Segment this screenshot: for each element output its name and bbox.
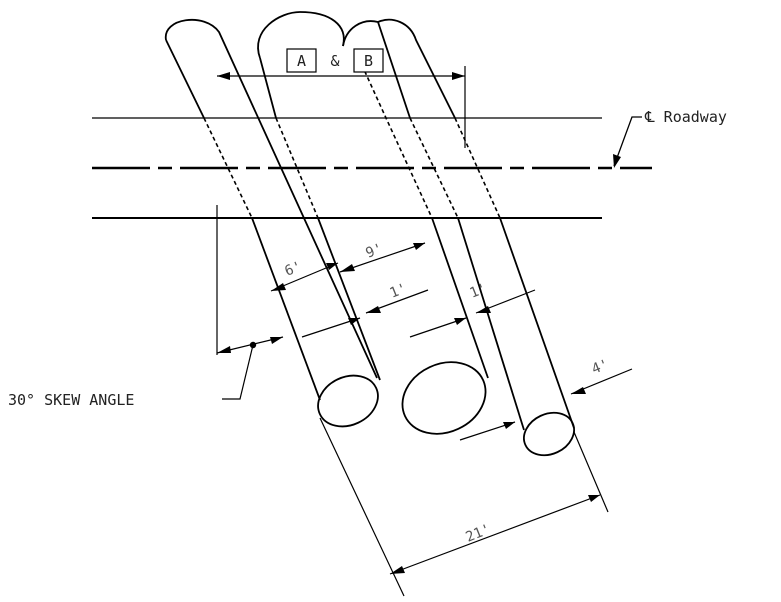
culvert-pipe-1 — [165, 18, 379, 428]
dim-21ft: 21' — [319, 417, 609, 597]
dim-1-right-arrowhead-b — [476, 306, 491, 313]
label-b: B — [364, 52, 373, 70]
pipe-3-right-lower — [499, 217, 575, 429]
skew-angle-callout: 30° SKEW ANGLE — [8, 205, 284, 409]
pipe-3-left-lower — [457, 217, 525, 431]
pipe-1-left-lower — [251, 217, 321, 401]
roadway-leader — [613, 116, 642, 167]
dim-6-arrow-left — [271, 283, 286, 291]
dim-1-right-arrowhead-a — [454, 318, 466, 325]
skew-arrow-left — [217, 346, 231, 353]
pipe-3-right-hidden — [454, 117, 501, 219]
pipe-2-left-lower — [317, 217, 381, 381]
label-a: A — [297, 52, 306, 70]
culvert-pipe-2 — [257, 11, 489, 435]
label-a-box — [286, 48, 317, 73]
skew-leader — [222, 344, 254, 400]
dim-1-left-arrowhead-b — [366, 306, 381, 313]
dim-9ft: 9' — [339, 241, 426, 273]
pipe-3-left-hidden — [409, 117, 459, 219]
pipe-2-right-upper — [342, 20, 411, 119]
dim-6ft: 6' — [270, 259, 339, 292]
dim-4-arrowhead-a — [503, 422, 515, 429]
dim-6-label: 6' — [283, 259, 305, 280]
skew-arrow-right — [270, 337, 283, 344]
dim-21-ext-right — [573, 431, 609, 513]
pipe-1-left-hidden — [203, 117, 253, 219]
dim-4ft: 4' — [459, 357, 633, 441]
roadway-callout: ℄ Roadway — [613, 108, 727, 168]
dim-9-arrow-right — [413, 243, 425, 250]
dim-1-left-arrowhead-a — [348, 318, 360, 325]
roadway-lines — [92, 117, 652, 219]
dim-9-line — [339, 242, 426, 273]
skew-angle-label: 30° SKEW ANGLE — [8, 391, 134, 409]
pipe-2-inner-hidden — [355, 51, 433, 219]
top-dim-arrow-right — [452, 72, 465, 80]
label-ampersand: & — [330, 52, 339, 70]
dim-21-line — [389, 494, 601, 575]
culvert-pipe-3 — [377, 18, 575, 457]
roadway-leader-arrow — [613, 154, 621, 168]
label-b-box — [353, 48, 384, 73]
top-dim-arrow-left — [217, 72, 230, 80]
dim-9-arrow-left — [340, 264, 355, 272]
dim-1ft-left: 1' — [301, 281, 429, 338]
dim-21-arrow-left — [390, 566, 405, 574]
pipe-3-opening — [523, 411, 575, 457]
pipe-2-cap — [257, 11, 345, 59]
dim-1ft-right: 1' — [409, 281, 536, 338]
top-dimension: A & B — [217, 48, 466, 148]
roadway-label: ℄ Roadway — [644, 108, 727, 126]
dim-6-arrow-right — [326, 263, 338, 270]
pipe-1-top-right — [165, 18, 378, 379]
pipe-3-right-upper — [377, 18, 456, 119]
dim-21-ext-left — [319, 417, 405, 597]
dim-21-arrow-right — [588, 495, 600, 502]
dim-21-label: 21' — [464, 521, 493, 545]
dim-9-label: 9' — [364, 241, 386, 262]
dim-4-label: 4' — [590, 357, 612, 378]
pipe-1-opening — [317, 374, 379, 428]
pipe-2-left-upper — [259, 57, 277, 119]
dim-1-left-label: 1' — [388, 281, 410, 302]
pipe-1-left-upper — [165, 39, 205, 119]
dim-1-right-label: 1' — [468, 281, 490, 302]
pipe-2-right-lower — [431, 217, 489, 379]
dim-4-arrowhead-b — [571, 387, 586, 394]
pipe-2-opening — [401, 361, 487, 435]
